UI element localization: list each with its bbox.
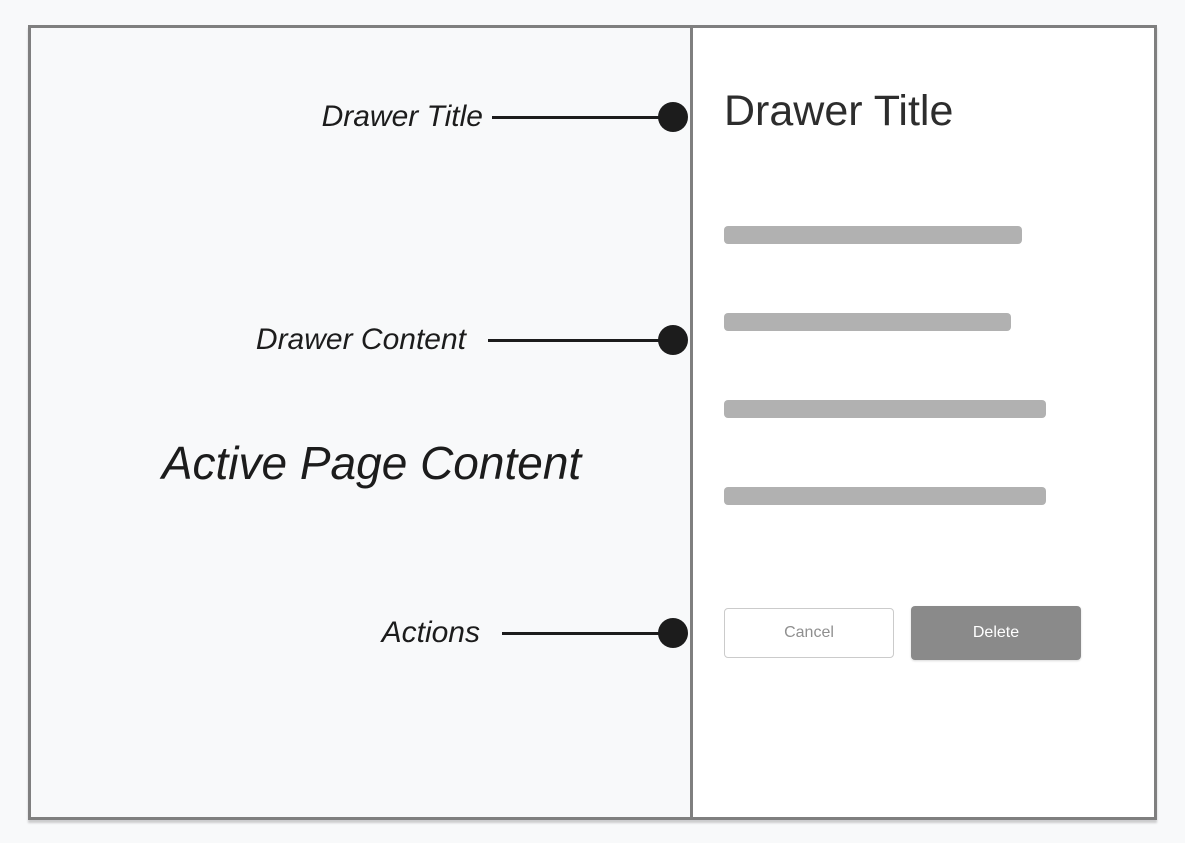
- callout-dot: [658, 102, 688, 132]
- callout-drawer-content: Drawer Content: [256, 320, 688, 360]
- drawer-actions: Cancel Delete: [724, 606, 1081, 660]
- callout-line: [492, 115, 660, 119]
- content-placeholder-bar: [724, 487, 1046, 505]
- active-page-panel: Drawer Title Drawer Content Actions Acti…: [31, 28, 693, 817]
- callout-dot: [658, 618, 688, 648]
- callout-line: [488, 338, 660, 342]
- callout-drawer-title: Drawer Title: [322, 97, 688, 137]
- callout-actions: Actions: [382, 613, 688, 653]
- content-placeholder-bar: [724, 226, 1022, 244]
- callout-drawer-title-label: Drawer Title: [321, 100, 483, 133]
- drawer-panel: Drawer Title Cancel Delete: [693, 28, 1154, 817]
- drawer-content-placeholder: [724, 226, 1046, 505]
- content-placeholder-bar: [724, 400, 1046, 418]
- callout-actions-label: Actions: [381, 616, 480, 649]
- active-page-content-label: Active Page Content: [161, 437, 582, 489]
- callout-drawer-content-label: Drawer Content: [255, 323, 466, 356]
- cancel-button[interactable]: Cancel: [724, 608, 894, 658]
- delete-button[interactable]: Delete: [911, 606, 1081, 660]
- content-placeholder-bar: [724, 313, 1011, 331]
- callout-line: [502, 631, 660, 635]
- drawer-title: Drawer Title: [724, 87, 954, 135]
- callout-dot: [658, 325, 688, 355]
- app-frame: Drawer Title Drawer Content Actions Acti…: [28, 25, 1157, 820]
